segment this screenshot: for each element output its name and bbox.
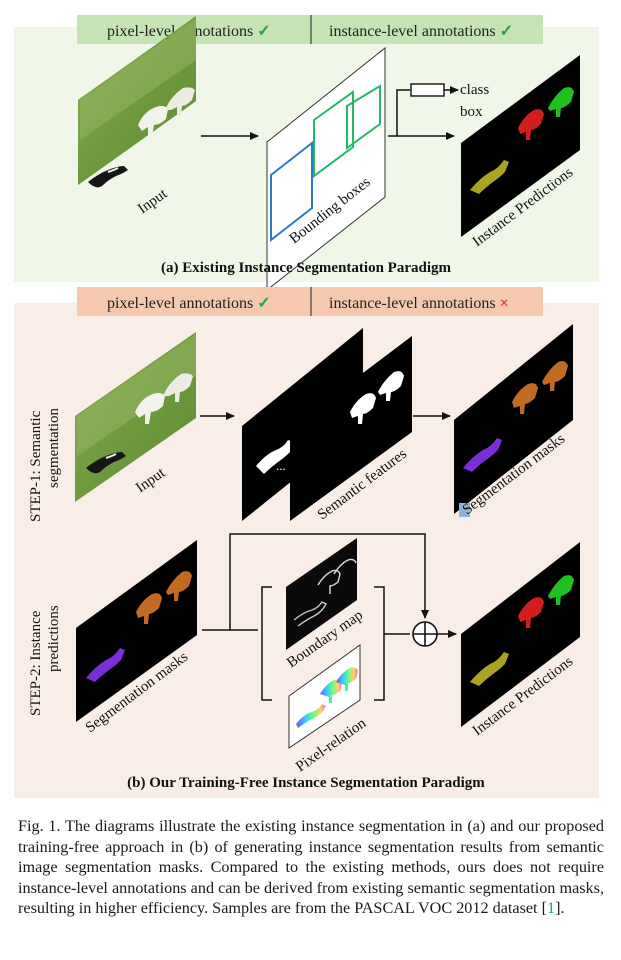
- panel-b-header-right: instance-level annotations ×: [329, 295, 509, 312]
- sum-operator-icon: [412, 621, 438, 647]
- pixel-relation-image: [288, 644, 361, 749]
- figure-canvas: pixel-level annotations ✓ instance-level…: [14, 15, 599, 798]
- panel-b-header: [77, 287, 543, 316]
- panel-b-prediction-image: [461, 542, 580, 727]
- left-bracket: [261, 586, 272, 701]
- panel-b-header-left: pixel-level annotations ✓: [107, 295, 271, 312]
- seg-masks-image-step1: [454, 324, 573, 514]
- step1-label-line1: STEP-1: Semantic: [28, 410, 44, 522]
- panel-a-class-box: [410, 83, 445, 97]
- panel-b-input-image: [75, 332, 196, 502]
- panel-a-header-right: instance-level annotations ✓: [329, 23, 513, 40]
- boundary-map-image: [286, 538, 357, 650]
- panel-a-class-label: class: [460, 82, 489, 98]
- panel-a-bbox-sheet-full: [266, 46, 386, 292]
- figure-caption: Fig. 1. The diagrams illustrate the exis…: [18, 816, 604, 919]
- caption-reference-link[interactable]: 1: [547, 899, 556, 918]
- bbox-blue: [270, 140, 313, 243]
- caption-text: Fig. 1. The diagrams illustrate the exis…: [18, 817, 604, 918]
- step1-label-line2: segmentation: [46, 408, 62, 488]
- panel-a-title: (a) Existing Instance Segmentation Parad…: [161, 260, 452, 276]
- bbox-green-1: [313, 90, 354, 178]
- step2-label-line2: predictions: [46, 605, 62, 672]
- seg-masks-image-step2: [76, 540, 197, 722]
- bbox-green-2: [346, 84, 381, 150]
- step2-skip-connection: [202, 533, 429, 631]
- panel-a-input-image: [78, 16, 196, 188]
- panel-b-title: (b) Our Training-Free Instance Segmentat…: [127, 775, 485, 791]
- panel-a-box-label: box: [460, 104, 483, 120]
- panel-a-branch-line: [388, 89, 410, 137]
- highlight-marker: [459, 503, 470, 517]
- step2-label-line1: STEP-2: Instance: [28, 610, 44, 716]
- features-dots: ...: [276, 458, 286, 473]
- panel-a-prediction-image: [461, 55, 580, 237]
- panel-a-header: [77, 15, 543, 44]
- semantic-feature-sheet-front: [290, 336, 412, 521]
- caption-end: ].: [555, 899, 565, 918]
- right-bracket: [374, 586, 385, 701]
